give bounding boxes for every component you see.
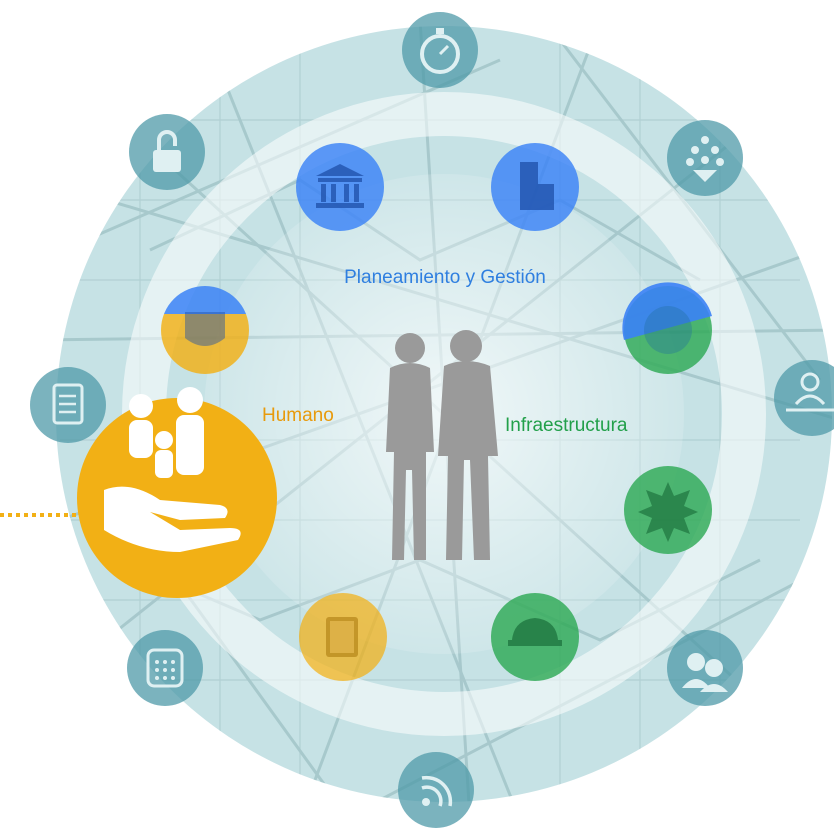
- person-route-icon[interactable]: [774, 360, 834, 436]
- checklist-icon[interactable]: [30, 367, 106, 443]
- padlock-icon[interactable]: [129, 114, 205, 190]
- label-infraestructura: Infraestructura: [505, 415, 628, 436]
- book-icon[interactable]: [299, 593, 387, 681]
- shield-split-icon[interactable]: [161, 286, 249, 374]
- group-chat-icon[interactable]: [667, 630, 743, 706]
- vehicle-icon[interactable]: [491, 593, 579, 681]
- office-building-icon[interactable]: [491, 143, 579, 231]
- label-humano: Humano: [262, 405, 334, 426]
- inner-icons: [161, 143, 712, 681]
- business-people-icon: [386, 330, 498, 560]
- virus-badge-icon[interactable]: [624, 466, 712, 554]
- government-building-icon[interactable]: [296, 143, 384, 231]
- stopwatch-icon[interactable]: [402, 12, 478, 88]
- family-care-icon[interactable]: [0, 387, 277, 598]
- wifi-feed-icon[interactable]: [398, 752, 474, 828]
- globe-split-icon[interactable]: [622, 282, 712, 374]
- keypad-icon[interactable]: [127, 630, 203, 706]
- label-planeamiento: Planeamiento y Gestión: [344, 267, 546, 288]
- people-flow-icon[interactable]: [667, 120, 743, 196]
- outer-icons: [30, 12, 834, 828]
